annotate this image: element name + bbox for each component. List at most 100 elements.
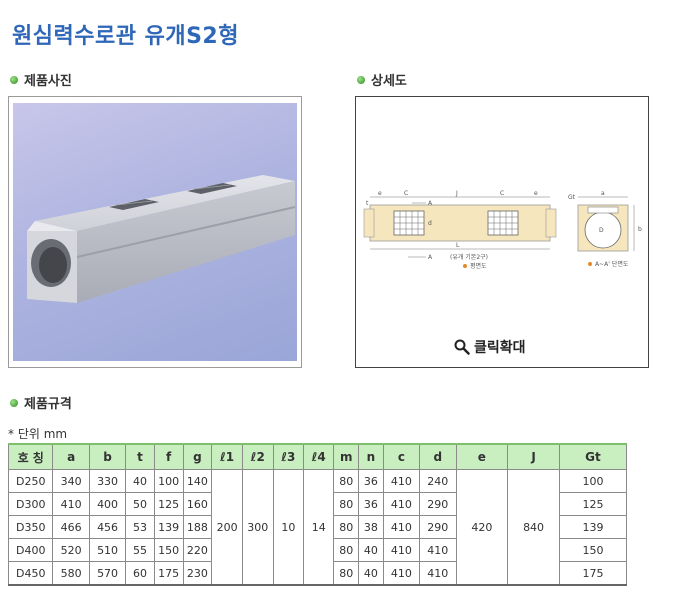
cell-gt: 125 bbox=[558, 492, 628, 516]
cell-b: 330 bbox=[88, 469, 127, 493]
table-row: D300 410 400 50 125 160 80 36 410 290 12… bbox=[7, 492, 628, 516]
cell-g: 188 bbox=[182, 515, 213, 539]
cell-n: 40 bbox=[358, 538, 384, 562]
cell-a: 520 bbox=[52, 538, 90, 562]
cell-n: 40 bbox=[358, 561, 384, 586]
cell-b: 456 bbox=[88, 515, 127, 539]
col-header: 호 칭 bbox=[7, 443, 54, 470]
dim-gt-label: Gt bbox=[568, 194, 576, 201]
section-spec-label: 제품규격 bbox=[24, 397, 72, 412]
col-header: g bbox=[182, 443, 213, 470]
table-row: D400 520 510 55 150 220 80 40 410 410 15… bbox=[7, 538, 628, 562]
cell-f: 175 bbox=[153, 561, 184, 586]
dim-e-label: e bbox=[378, 190, 382, 197]
section-spec-heading: 제품규격 bbox=[10, 393, 72, 412]
plan-view-caption: 평면도 bbox=[470, 262, 487, 270]
cell-t: 50 bbox=[125, 492, 155, 516]
cell-l4: 14 bbox=[303, 469, 335, 586]
cell-d: 410 bbox=[419, 538, 457, 562]
cell-m: 80 bbox=[333, 561, 360, 586]
cell-g: 230 bbox=[182, 561, 213, 586]
col-header: J bbox=[507, 443, 560, 470]
bullet-icon bbox=[10, 398, 18, 407]
cell-c: 410 bbox=[382, 515, 421, 539]
section-photo-label: 제품사진 bbox=[24, 74, 72, 89]
cell-b: 570 bbox=[88, 561, 127, 586]
col-header: ℓ2 bbox=[241, 443, 274, 470]
col-header: d bbox=[419, 443, 457, 470]
cell-f: 100 bbox=[153, 469, 184, 493]
col-header: ℓ3 bbox=[272, 443, 305, 470]
col-header: m bbox=[333, 443, 360, 470]
cell-t: 60 bbox=[125, 561, 155, 586]
drawing-note: (유개 기본2구) bbox=[450, 253, 488, 261]
col-header: Gt bbox=[558, 443, 628, 470]
page-title: 원심력수로관 유개S2형 bbox=[12, 24, 239, 49]
col-header: c bbox=[382, 443, 421, 470]
cell-c: 410 bbox=[382, 538, 421, 562]
cell-b: 400 bbox=[88, 492, 127, 516]
dim-D-label: D bbox=[599, 227, 604, 234]
cell-f: 125 bbox=[153, 492, 184, 516]
col-header: ℓ1 bbox=[211, 443, 243, 470]
table-row: D450 580 570 60 175 230 80 40 410 410 17… bbox=[7, 561, 628, 586]
detail-drawing-frame[interactable]: e C J C e A A d L t Gt a b D (유개 기본2구) 평… bbox=[355, 96, 649, 368]
dim-a-bottom-label: A bbox=[428, 254, 433, 261]
bullet-icon bbox=[357, 75, 365, 84]
col-header: b bbox=[88, 443, 127, 470]
cell-n: 36 bbox=[358, 492, 384, 516]
zoom-label: 클릭확대 bbox=[474, 340, 526, 356]
cell-name: D250 bbox=[7, 469, 54, 493]
dim-j-label: J bbox=[455, 190, 458, 197]
section-detail-heading: 상세도 bbox=[357, 70, 407, 89]
cell-g: 220 bbox=[182, 538, 213, 562]
cell-m: 80 bbox=[333, 492, 360, 516]
dim-e2-label: e bbox=[534, 190, 538, 197]
zoom-button[interactable]: 클릭확대 bbox=[454, 337, 526, 357]
cell-gt: 150 bbox=[558, 538, 628, 562]
cell-d: 410 bbox=[419, 561, 457, 586]
cell-d: 290 bbox=[419, 492, 457, 516]
cell-n: 38 bbox=[358, 515, 384, 539]
col-header: t bbox=[125, 443, 155, 470]
cell-gt: 100 bbox=[558, 469, 628, 493]
col-header: e bbox=[455, 443, 509, 470]
cell-t: 55 bbox=[125, 538, 155, 562]
cell-l3: 10 bbox=[272, 469, 305, 586]
col-header: f bbox=[153, 443, 184, 470]
col-header: ℓ4 bbox=[303, 443, 335, 470]
magnifier-icon bbox=[454, 339, 470, 355]
table-row: D350 466 456 53 139 188 80 38 410 290 13… bbox=[7, 515, 628, 539]
cell-a: 466 bbox=[52, 515, 90, 539]
cell-d: 290 bbox=[419, 515, 457, 539]
dim-a-top-label: A bbox=[428, 200, 433, 207]
cell-j: 840 bbox=[507, 469, 560, 586]
concrete-channel-image bbox=[27, 175, 296, 303]
cell-name: D450 bbox=[7, 561, 54, 586]
cell-name: D300 bbox=[7, 492, 54, 516]
section-photo-heading: 제품사진 bbox=[10, 70, 72, 89]
cell-a: 340 bbox=[52, 469, 90, 493]
unit-note: * 단위 mm bbox=[8, 427, 68, 441]
dim-c2-label: C bbox=[500, 190, 504, 197]
cell-f: 139 bbox=[153, 515, 184, 539]
cell-m: 80 bbox=[333, 538, 360, 562]
bullet-icon bbox=[10, 75, 18, 84]
cell-f: 150 bbox=[153, 538, 184, 562]
cell-name: D350 bbox=[7, 515, 54, 539]
cell-t: 40 bbox=[125, 469, 155, 493]
section-view-caption: A~A' 단면도 bbox=[595, 260, 629, 268]
dim-d-label: d bbox=[428, 220, 432, 227]
cell-t: 53 bbox=[125, 515, 155, 539]
product-photo bbox=[13, 103, 297, 361]
cell-d: 240 bbox=[419, 469, 457, 493]
cell-gt: 175 bbox=[558, 561, 628, 586]
cell-a: 410 bbox=[52, 492, 90, 516]
cell-m: 80 bbox=[333, 515, 360, 539]
cell-name: D400 bbox=[7, 538, 54, 562]
section-detail-label: 상세도 bbox=[371, 74, 407, 89]
dim-L-label: L bbox=[456, 242, 460, 249]
cell-l2: 300 bbox=[241, 469, 274, 586]
cell-c: 410 bbox=[382, 492, 421, 516]
cell-l1: 200 bbox=[211, 469, 243, 586]
